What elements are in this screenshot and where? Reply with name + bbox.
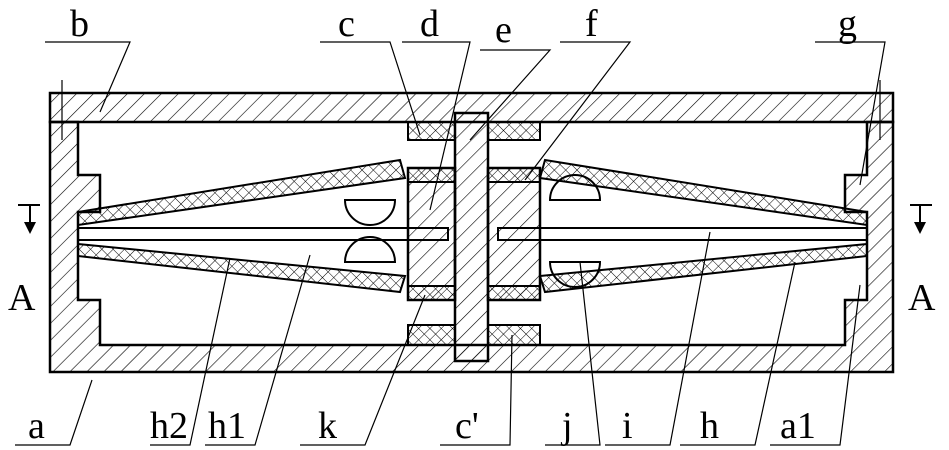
- label-c-prime: c': [455, 405, 479, 447]
- label-f: f: [585, 3, 598, 45]
- block-d: [408, 168, 455, 300]
- label-e: e: [495, 9, 512, 51]
- label-h: h: [700, 405, 719, 447]
- label-j: j: [560, 405, 573, 447]
- label-g: g: [838, 3, 857, 45]
- shaft-e: [455, 113, 488, 361]
- section-label-left: A: [8, 277, 36, 319]
- label-b: b: [70, 3, 89, 45]
- contact-j-left-upper: [345, 200, 395, 225]
- section-label-right: A: [908, 277, 936, 319]
- beam-h2-lower: [78, 244, 405, 292]
- label-k: k: [318, 405, 337, 447]
- label-a: a: [28, 405, 45, 447]
- label-a1: a1: [780, 405, 816, 447]
- label-d: d: [420, 3, 439, 45]
- left-beam-assembly: [78, 160, 448, 292]
- label-h2: h2: [150, 405, 188, 447]
- label-c: c: [338, 3, 355, 45]
- label-i: i: [622, 405, 633, 447]
- block-k: [488, 168, 540, 300]
- center-assembly: [408, 113, 540, 361]
- beam-h1-upper: [78, 160, 405, 225]
- right-beam-assembly: [498, 160, 867, 292]
- label-h1: h1: [208, 405, 246, 447]
